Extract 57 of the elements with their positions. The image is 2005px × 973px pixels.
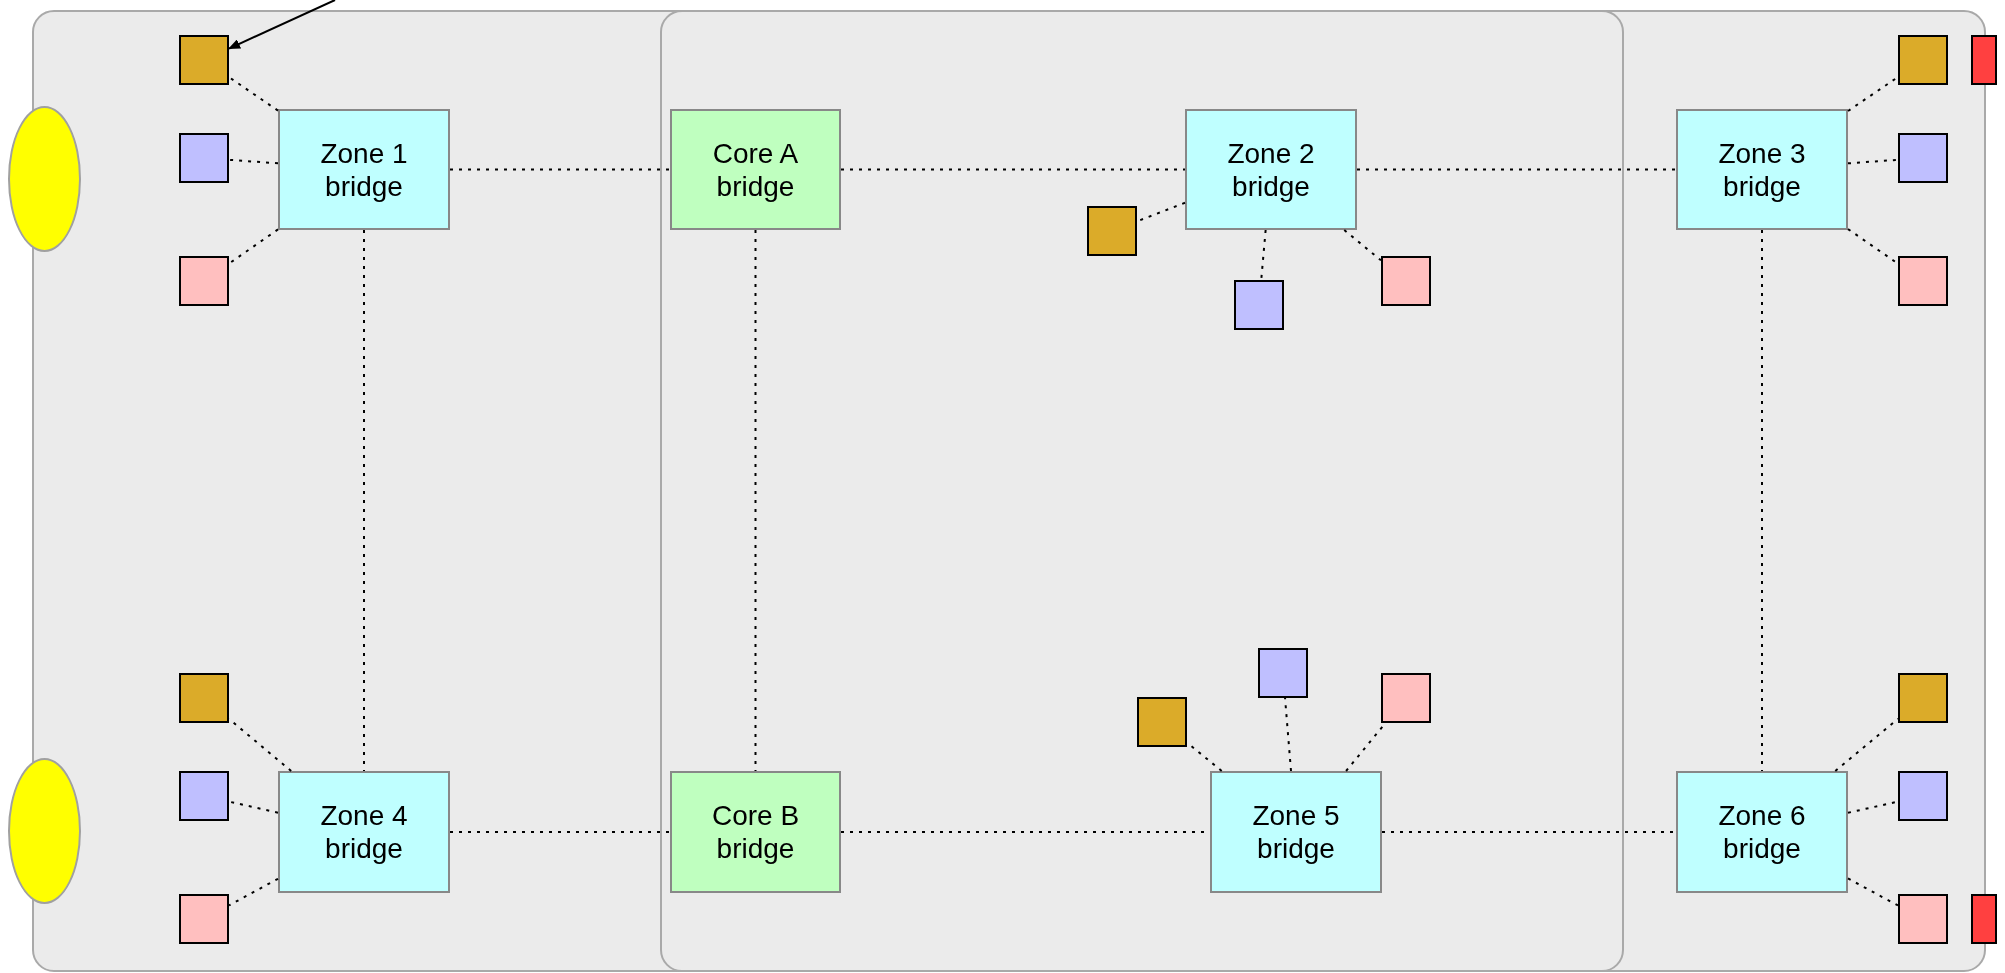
square-marker bbox=[179, 35, 229, 85]
square-marker bbox=[1898, 35, 1948, 85]
square-marker bbox=[1898, 771, 1948, 821]
connector-line bbox=[363, 229, 365, 772]
square-marker bbox=[1234, 280, 1284, 330]
square-marker bbox=[1087, 206, 1137, 256]
square-marker bbox=[179, 771, 229, 821]
square-marker bbox=[1898, 133, 1948, 183]
square-marker bbox=[1381, 673, 1431, 723]
square-marker bbox=[1381, 256, 1431, 306]
square-marker bbox=[179, 894, 229, 944]
connector-line bbox=[840, 168, 1186, 171]
connector-line bbox=[449, 831, 671, 833]
connector-line bbox=[228, 158, 279, 165]
bridge-label: Zone 5 bridge bbox=[1251, 799, 1341, 865]
connector-line bbox=[228, 76, 279, 112]
connector-line bbox=[228, 800, 279, 814]
connector-line bbox=[1356, 168, 1677, 171]
bridge-box bbox=[670, 109, 841, 230]
square-marker bbox=[179, 256, 229, 306]
connector-line bbox=[754, 229, 757, 772]
square-marker bbox=[1898, 256, 1948, 306]
square-marker bbox=[1258, 648, 1308, 698]
connector-line bbox=[1761, 229, 1763, 772]
bridge-label: Zone 6 bridge bbox=[1717, 799, 1807, 865]
bridge-box bbox=[1210, 771, 1382, 893]
arrow bbox=[228, 0, 336, 50]
connector-line bbox=[449, 168, 671, 171]
bridge-label: Zone 4 bridge bbox=[319, 799, 409, 865]
region-panel bbox=[660, 10, 1624, 972]
bar-marker bbox=[1971, 35, 1997, 85]
connector-line bbox=[228, 877, 279, 907]
connector-line bbox=[1847, 158, 1899, 165]
bridge-box bbox=[1676, 109, 1848, 230]
bridge-label: Core A bridge bbox=[711, 136, 800, 203]
bridge-box bbox=[1676, 771, 1848, 893]
bridge-label: Zone 3 bridge bbox=[1717, 136, 1807, 203]
region-panel bbox=[32, 10, 1986, 972]
bridge-box bbox=[670, 771, 841, 893]
bridge-label: Core B bridge bbox=[710, 799, 801, 865]
bridge-label: Zone 2 bridge bbox=[1226, 136, 1316, 203]
bridge-label: Zone 1 bridge bbox=[319, 136, 409, 203]
square-marker bbox=[1137, 697, 1187, 747]
square-marker bbox=[179, 673, 229, 723]
connector-line bbox=[228, 228, 279, 265]
connector-line bbox=[1284, 697, 1292, 772]
bridge-box bbox=[278, 771, 450, 893]
bridge-box bbox=[1185, 109, 1357, 230]
connector-line bbox=[1847, 877, 1899, 907]
square-marker bbox=[179, 133, 229, 183]
connector-line bbox=[1260, 229, 1267, 281]
connector-line bbox=[1834, 717, 1899, 772]
bridge-box bbox=[278, 109, 450, 230]
square-marker bbox=[1898, 673, 1948, 723]
connector-line bbox=[1343, 229, 1382, 262]
bar-marker bbox=[1971, 894, 1997, 944]
square-marker bbox=[1898, 894, 1948, 944]
